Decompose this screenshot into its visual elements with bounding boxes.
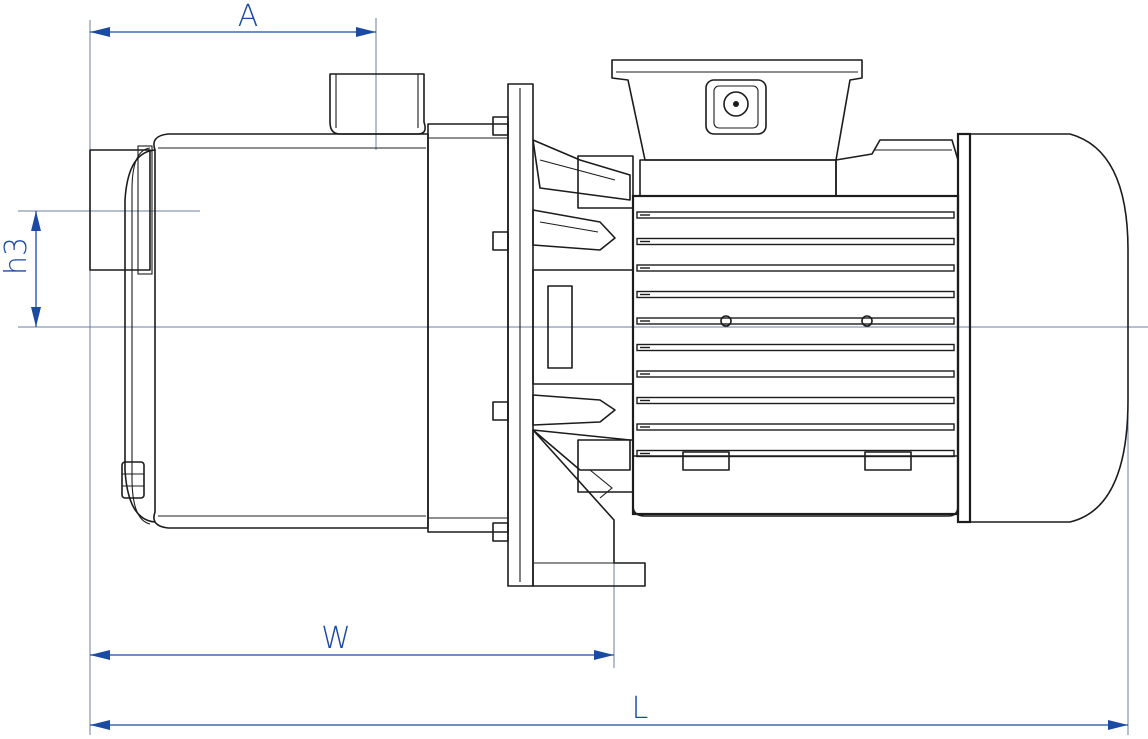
flange-bolt	[492, 522, 509, 542]
cable-gland	[705, 79, 767, 135]
pump-foot	[532, 429, 646, 587]
flange-bolt	[492, 401, 509, 421]
cooling-fin	[636, 290, 955, 299]
reference-lines	[18, 18, 1148, 735]
dimension-a: A	[90, 0, 376, 37]
terminal-box	[611, 59, 863, 161]
flange-bolt	[492, 116, 509, 136]
drain-plug	[121, 461, 145, 499]
suction-inlet	[89, 149, 151, 271]
mounting-flange	[492, 83, 534, 587]
dimension-l: L	[90, 691, 1128, 730]
cooling-fin	[636, 211, 955, 219]
dimension-label-h3: h3	[0, 237, 34, 275]
lantern-bracket	[532, 139, 646, 587]
cooling-fin	[636, 317, 955, 325]
cooling-fin	[636, 237, 955, 246]
dimension-label-a: A	[238, 0, 259, 34]
discharge-outlet	[329, 73, 426, 135]
dimension-label-l: L	[632, 691, 649, 726]
cooling-fin	[636, 396, 955, 405]
flange-bolt	[492, 231, 509, 251]
cooling-fin	[636, 370, 955, 378]
cooling-fin	[636, 264, 955, 272]
fan-cover	[969, 133, 1129, 523]
end-shield	[956, 132, 972, 524]
casing-body	[153, 133, 429, 529]
cooling-fin	[636, 423, 955, 431]
cooling-fin	[636, 343, 955, 352]
motor	[611, 59, 1129, 524]
dimension-h3: h3	[0, 211, 41, 327]
pump-casing	[89, 73, 509, 533]
dimension-label-w: W	[321, 621, 351, 656]
dimension-w: W	[90, 621, 614, 660]
motor-frame	[631, 194, 960, 516]
